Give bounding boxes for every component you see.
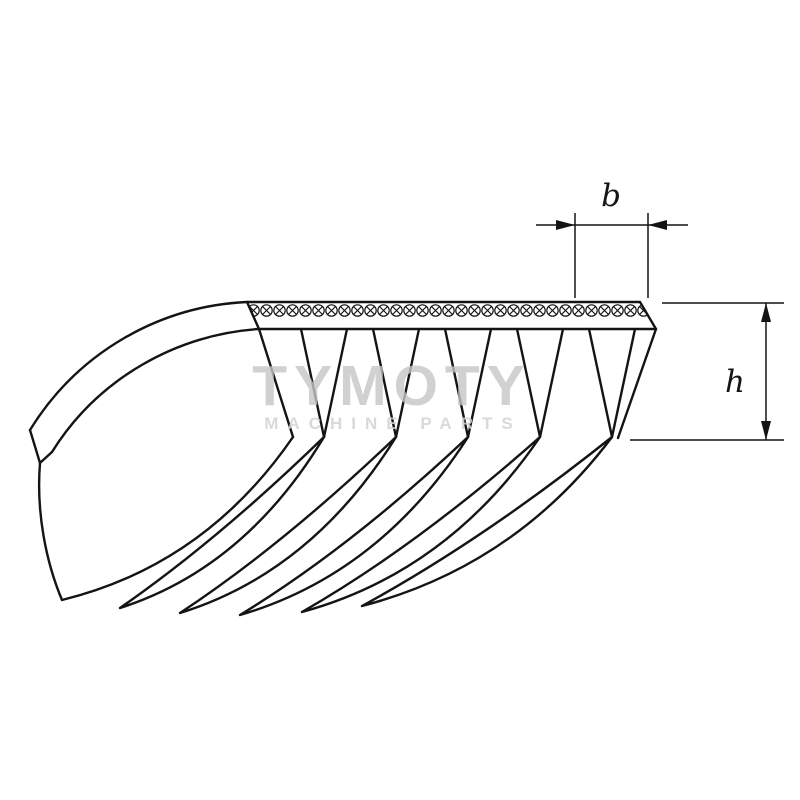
watermark-subtitle: MACHINE PARTS xyxy=(264,414,521,433)
underside-rib-3 xyxy=(178,435,398,615)
underside-rib-4 xyxy=(238,435,470,617)
belt-right-edge xyxy=(616,327,658,440)
belt-body xyxy=(28,300,658,617)
dim-b-arrow-right-icon xyxy=(556,220,575,230)
belt-left-front-edge xyxy=(257,327,295,439)
underside-rib-5 xyxy=(300,435,542,614)
belt-end-cap xyxy=(28,428,54,465)
dim-b-label: b xyxy=(601,178,621,214)
dim-b-arrow-left-icon xyxy=(648,220,667,230)
dim-h-arrow-up-icon xyxy=(761,303,771,322)
underside-rib-6 xyxy=(360,435,614,608)
underside-rib-1 xyxy=(37,435,295,602)
watermark: TYMOTY MACHINE PARTS xyxy=(252,354,532,433)
underside-rib-2 xyxy=(118,435,326,610)
dim-h-arrow-down-icon xyxy=(761,421,771,440)
watermark-title: TYMOTY xyxy=(252,354,532,418)
dimension-b: b xyxy=(536,178,688,298)
front-rib-5 xyxy=(587,327,637,439)
belt-back-outer-curve xyxy=(28,300,249,432)
dim-h-label: h xyxy=(725,364,745,400)
dimension-h: h xyxy=(630,302,784,441)
belt-back-inner-curve xyxy=(50,327,261,454)
belt-top-band xyxy=(245,300,658,331)
